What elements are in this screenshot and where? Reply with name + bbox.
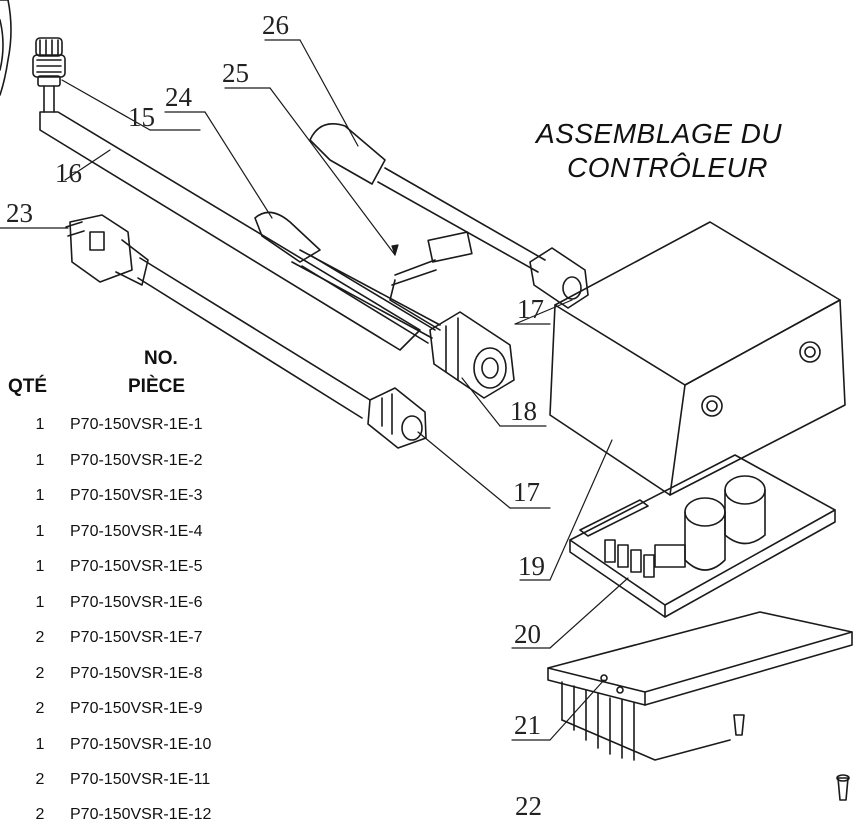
header-no: NO. xyxy=(144,348,178,369)
header-part: PIÈCE xyxy=(128,376,186,397)
table-row: 2 P70-150VSR-1E-12 xyxy=(0,806,300,834)
qty-cell: 1 xyxy=(35,558,45,575)
table-row: 2 P70-150VSR-1E-11 xyxy=(0,771,300,799)
plug-part xyxy=(65,214,371,419)
callout-25: 25 xyxy=(222,58,249,88)
qty-cell: 1 xyxy=(35,452,45,469)
circuit-board-part xyxy=(569,454,836,618)
qty-cell: 2 xyxy=(35,629,45,646)
lower-gland-part xyxy=(367,387,427,449)
part-cell: P70-150VSR-1E-6 xyxy=(70,594,203,611)
edge-object xyxy=(0,0,12,96)
callout-23: 23 xyxy=(6,198,33,228)
part-cell: P70-150VSR-1E-5 xyxy=(70,558,203,575)
screw-part xyxy=(733,714,850,801)
callout-17-upper: 17 xyxy=(517,294,544,324)
qty-cell: 2 xyxy=(35,700,45,717)
callout-17-lower: 17 xyxy=(513,477,540,507)
qty-cell: 1 xyxy=(35,736,45,753)
callout-15: 15 xyxy=(128,102,155,132)
header-qty: QTÉ xyxy=(8,376,48,397)
part-cell: P70-150VSR-1E-4 xyxy=(70,523,203,540)
qty-cell: 1 xyxy=(35,523,45,540)
controller-box-part xyxy=(549,221,846,496)
table-row: 1 P70-150VSR-1E-5 xyxy=(0,558,300,586)
part-cell: P70-150VSR-1E-7 xyxy=(70,629,203,646)
part-cell: P70-150VSR-1E-11 xyxy=(70,771,211,788)
table-row: 1 P70-150VSR-1E-2 xyxy=(0,452,300,480)
part-cell: P70-150VSR-1E-2 xyxy=(70,452,203,469)
table-row: 2 P70-150VSR-1E-7 xyxy=(0,629,300,657)
callout-24: 24 xyxy=(165,82,192,112)
wire-connector-part xyxy=(389,231,473,331)
part-cell: P70-150VSR-1E-9 xyxy=(70,700,203,717)
part-cell: P70-150VSR-1E-12 xyxy=(70,806,212,823)
part-cell: P70-150VSR-1E-1 xyxy=(70,416,203,433)
qty-cell: 1 xyxy=(35,594,45,611)
qty-cell: 1 xyxy=(35,416,45,433)
callout-19: 19 xyxy=(518,551,545,581)
qty-cell: 2 xyxy=(35,806,45,823)
main-gland-part xyxy=(429,311,515,399)
table-row: 1 P70-150VSR-1E-6 xyxy=(0,594,300,622)
heatsink-part xyxy=(547,611,853,761)
table-row: 1 P70-150VSR-1E-4 xyxy=(0,523,300,551)
callout-21: 21 xyxy=(514,710,541,740)
top-gland-part xyxy=(32,37,66,113)
table-row: 1 P70-150VSR-1E-10 xyxy=(0,736,300,764)
callout-26: 26 xyxy=(262,10,289,40)
callout-18: 18 xyxy=(510,396,537,426)
callout-20: 20 xyxy=(514,619,541,649)
cable-26-part xyxy=(309,123,589,309)
diagram-title-line2: CONTRÔLEUR xyxy=(567,152,769,183)
table-row: 1 P70-150VSR-1E-3 xyxy=(0,487,300,515)
table-row: 1 P70-150VSR-1E-1 xyxy=(0,416,300,444)
callout-22: 22 xyxy=(515,791,542,821)
diagram-title-line1: ASSEMBLAGE DU xyxy=(536,118,783,149)
qty-cell: 2 xyxy=(35,665,45,682)
callout-16: 16 xyxy=(55,158,82,188)
part-cell: P70-150VSR-1E-8 xyxy=(70,665,203,682)
table-row: 2 P70-150VSR-1E-9 xyxy=(0,700,300,728)
qty-cell: 2 xyxy=(35,771,45,788)
part-cell: P70-150VSR-1E-10 xyxy=(70,736,212,753)
qty-cell: 1 xyxy=(35,487,45,504)
table-row: 2 P70-150VSR-1E-8 xyxy=(0,665,300,693)
conduit-part xyxy=(39,111,421,351)
part-cell: P70-150VSR-1E-3 xyxy=(70,487,203,504)
